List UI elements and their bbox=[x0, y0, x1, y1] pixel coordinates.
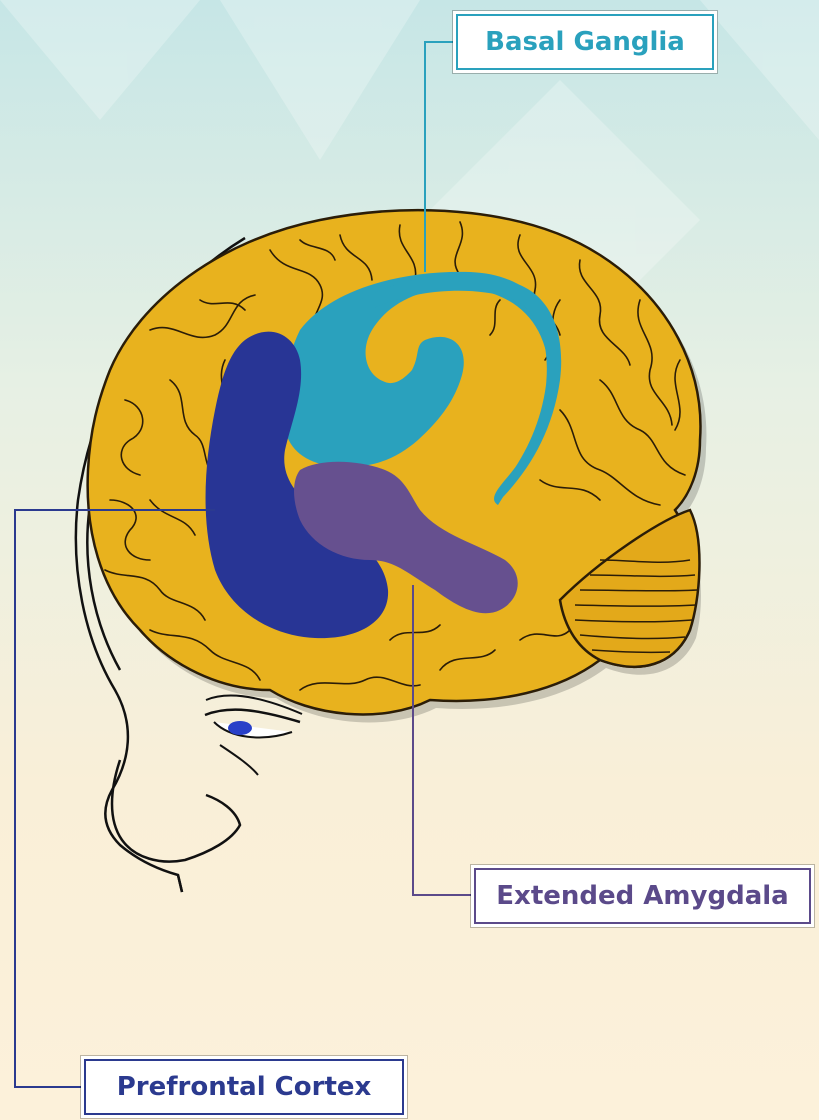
extended-amygdala-label-text: Extended Amygdala bbox=[496, 881, 788, 911]
nose-outline bbox=[112, 760, 240, 862]
prefrontal-cortex-label-text: Prefrontal Cortex bbox=[117, 1072, 372, 1102]
prefrontal-cortex-label: Prefrontal Cortex bbox=[84, 1059, 404, 1115]
basal-ganglia-label: Basal Ganglia bbox=[456, 14, 714, 70]
extended-amygdala-label: Extended Amygdala bbox=[474, 868, 811, 924]
basal-ganglia-label-text: Basal Ganglia bbox=[485, 27, 685, 57]
eye bbox=[205, 696, 302, 775]
